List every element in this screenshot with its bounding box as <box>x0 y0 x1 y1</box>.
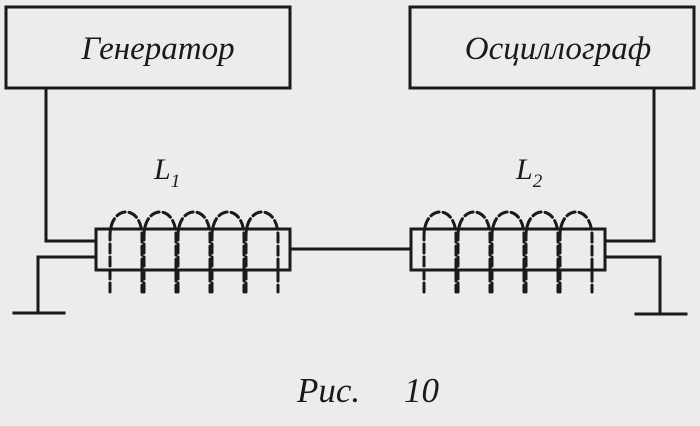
right-coil-core <box>409 227 607 272</box>
right-coil-turn <box>524 210 560 294</box>
left-coil-turn <box>142 210 178 294</box>
left-coil-turn <box>108 210 144 294</box>
right-coil-turn <box>456 210 492 294</box>
left-coil-turn <box>176 210 212 294</box>
right-coil-turn <box>558 210 594 294</box>
oscilloscope-label: Осциллограф <box>465 31 651 67</box>
oscilloscope-wire <box>603 86 656 243</box>
right-coil-turn <box>490 210 526 294</box>
oscilloscope-box <box>408 5 696 90</box>
generator-label: Генератор <box>80 31 234 67</box>
left-ground-wire <box>36 255 98 315</box>
figure-caption-prefix: Рис. <box>296 371 360 410</box>
generator-wire <box>44 86 98 243</box>
coil-label-l2: L2 <box>515 153 543 192</box>
coil-l1-index: 1 <box>171 171 181 192</box>
right-coil-turn <box>422 210 458 294</box>
right-ground-wire <box>603 255 662 316</box>
coil-label-l1: L1 <box>153 153 180 192</box>
figure-caption-number: 10 <box>404 371 440 410</box>
coil-l2-index: 2 <box>533 171 543 192</box>
left-coil-turn <box>244 210 280 294</box>
generator-box <box>4 5 292 90</box>
left-coil-windings <box>108 210 280 294</box>
coil-l2-letter: L <box>515 153 533 186</box>
right-coil-windings <box>422 210 594 294</box>
left-coil-turn <box>210 210 246 294</box>
coil-l1-letter: L <box>153 153 171 186</box>
left-coil-core <box>94 227 292 272</box>
